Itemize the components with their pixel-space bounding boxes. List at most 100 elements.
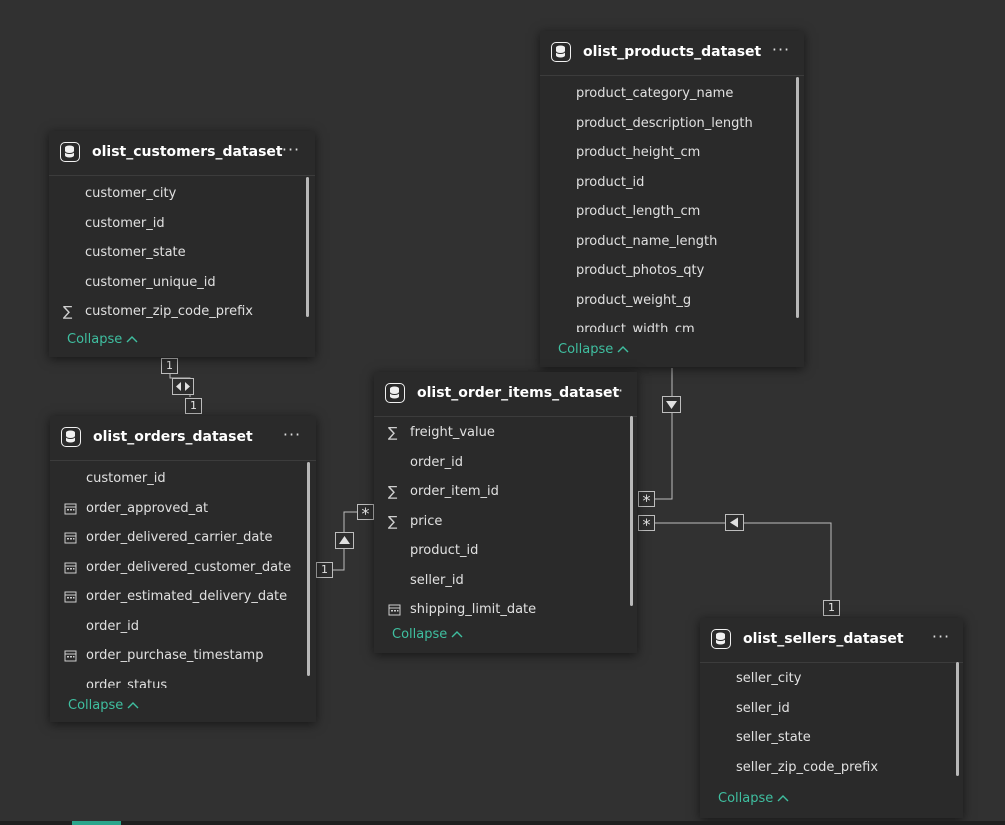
field-row[interactable]: ∑price (388, 513, 443, 530)
table-card-sellers[interactable]: olist_sellers_dataset ··· seller_city se… (700, 618, 963, 818)
calendar-icon (64, 502, 78, 516)
database-icon (60, 142, 80, 162)
field-row[interactable]: product_width_cm (576, 322, 695, 332)
filter-direction-left-icon (725, 514, 744, 531)
table-title: olist_products_dataset (583, 44, 762, 60)
field-row[interactable]: product_weight_g (576, 292, 692, 308)
bidirectional-filter-icon (172, 378, 194, 395)
field-row[interactable]: order_delivered_carrier_date (50, 523, 300, 553)
field-row[interactable]: order_status (86, 677, 168, 689)
scrollbar[interactable] (630, 416, 633, 606)
more-options-icon[interactable]: ··· (931, 627, 951, 646)
table-card-products[interactable]: olist_products_dataset ··· product_categ… (540, 31, 804, 367)
field-row[interactable]: product_description_length (576, 115, 753, 131)
database-icon (61, 427, 81, 447)
table-card-orders[interactable]: olist_orders_dataset ··· customer_id ord… (50, 416, 316, 722)
field-row[interactable]: product_height_cm (576, 145, 701, 160)
field-list: ∑freight_value order_id ∑order_item_id ∑… (374, 418, 621, 618)
field-row[interactable]: order_purchase_timestamp (50, 641, 300, 671)
scrollbar[interactable] (956, 662, 959, 776)
cardinality-many-badge: * (638, 491, 655, 510)
field-row[interactable]: ∑freight_value (388, 425, 495, 441)
collapse-button[interactable]: Collapse (68, 698, 139, 713)
table-title: olist_customers_dataset (92, 144, 283, 160)
more-options-icon[interactable]: ··· (605, 381, 625, 400)
field-row[interactable]: order_estimated_delivery_date (50, 582, 300, 612)
calendar-icon (64, 561, 78, 575)
cardinality-one-badge: 1 (161, 358, 178, 374)
field-row[interactable]: order_id (86, 618, 140, 634)
calendar-icon (388, 603, 402, 617)
table-header[interactable]: olist_products_dataset ··· (540, 31, 804, 76)
chevron-up-icon (126, 332, 138, 347)
field-list: seller_city seller_id seller_state selle… (700, 664, 947, 784)
database-icon (711, 629, 731, 649)
chevron-up-icon (127, 698, 139, 713)
field-row[interactable]: seller_id (736, 700, 790, 716)
field-row[interactable]: product_id (410, 543, 479, 558)
cardinality-one-badge: 1 (823, 600, 840, 616)
field-row[interactable]: customer_state (85, 245, 186, 260)
scrollbar[interactable] (306, 177, 309, 317)
scrollbar[interactable] (796, 77, 799, 318)
chevron-up-icon (451, 627, 463, 642)
field-row[interactable]: product_length_cm (576, 204, 701, 219)
chevron-up-icon (777, 791, 789, 806)
sigma-icon: ∑ (388, 513, 398, 530)
field-row[interactable]: customer_city (85, 186, 177, 201)
table-title: olist_orders_dataset (93, 429, 253, 445)
table-header[interactable]: olist_order_items_dataset ··· (374, 372, 637, 417)
field-row[interactable]: seller_state (736, 730, 811, 745)
table-title: olist_order_items_dataset (417, 385, 620, 401)
table-header[interactable]: olist_sellers_dataset ··· (700, 618, 963, 663)
cardinality-one-badge: 1 (316, 562, 333, 578)
collapse-button[interactable]: Collapse (718, 791, 789, 806)
field-row[interactable]: customer_id (86, 471, 166, 486)
sigma-icon: ∑ (63, 304, 73, 320)
field-list: product_category_name product_descriptio… (540, 79, 788, 332)
more-options-icon[interactable]: ··· (771, 40, 791, 59)
table-header[interactable]: olist_customers_dataset ··· (49, 131, 315, 176)
table-header[interactable]: olist_orders_dataset ··· (50, 416, 316, 461)
chevron-up-icon (617, 342, 629, 357)
cardinality-many-badge: * (357, 504, 374, 523)
table-card-order-items[interactable]: olist_order_items_dataset ··· ∑freight_v… (374, 372, 637, 653)
sigma-icon: ∑ (388, 484, 398, 500)
field-row[interactable]: seller_city (736, 671, 802, 686)
field-row[interactable]: product_name_length (576, 233, 718, 249)
calendar-icon (64, 649, 78, 663)
field-row[interactable]: customer_unique_id (85, 274, 216, 290)
field-row[interactable]: ∑customer_zip_code_prefix (63, 304, 253, 320)
database-icon (385, 383, 405, 403)
calendar-icon (64, 590, 78, 604)
active-page-tab-indicator[interactable] (72, 821, 121, 825)
more-options-icon[interactable]: ··· (282, 425, 302, 444)
field-row[interactable]: customer_id (85, 215, 165, 231)
filter-direction-up-icon (335, 532, 354, 549)
cardinality-many-badge: * (638, 515, 655, 534)
field-row[interactable]: order_id (410, 454, 464, 470)
field-row[interactable]: seller_zip_code_prefix (736, 759, 879, 775)
field-row[interactable]: shipping_limit_date (374, 595, 621, 618)
more-options-icon[interactable]: ··· (281, 140, 301, 159)
field-row[interactable]: product_id (576, 174, 645, 190)
field-row[interactable]: product_photos_qty (576, 263, 705, 278)
bottom-bar (0, 821, 1005, 825)
field-row[interactable]: ∑order_item_id (388, 484, 499, 500)
database-icon (551, 42, 571, 62)
field-row[interactable]: order_approved_at (50, 494, 300, 524)
collapse-button[interactable]: Collapse (67, 332, 138, 347)
field-list: customer_city customer_id customer_state… (49, 179, 299, 322)
field-row[interactable]: seller_id (410, 572, 464, 588)
collapse-button[interactable]: Collapse (392, 627, 463, 642)
field-row[interactable]: order_delivered_customer_date (50, 553, 300, 583)
table-card-customers[interactable]: olist_customers_dataset ··· customer_cit… (49, 131, 315, 357)
cardinality-one-badge: 1 (185, 398, 202, 414)
calendar-icon (64, 531, 78, 545)
sigma-icon: ∑ (388, 425, 398, 441)
table-title: olist_sellers_dataset (743, 631, 904, 647)
collapse-button[interactable]: Collapse (558, 342, 629, 357)
field-row[interactable]: product_category_name (576, 86, 734, 101)
field-list: customer_id order_approved_at order_deli… (50, 464, 300, 688)
scrollbar[interactable] (307, 462, 310, 676)
